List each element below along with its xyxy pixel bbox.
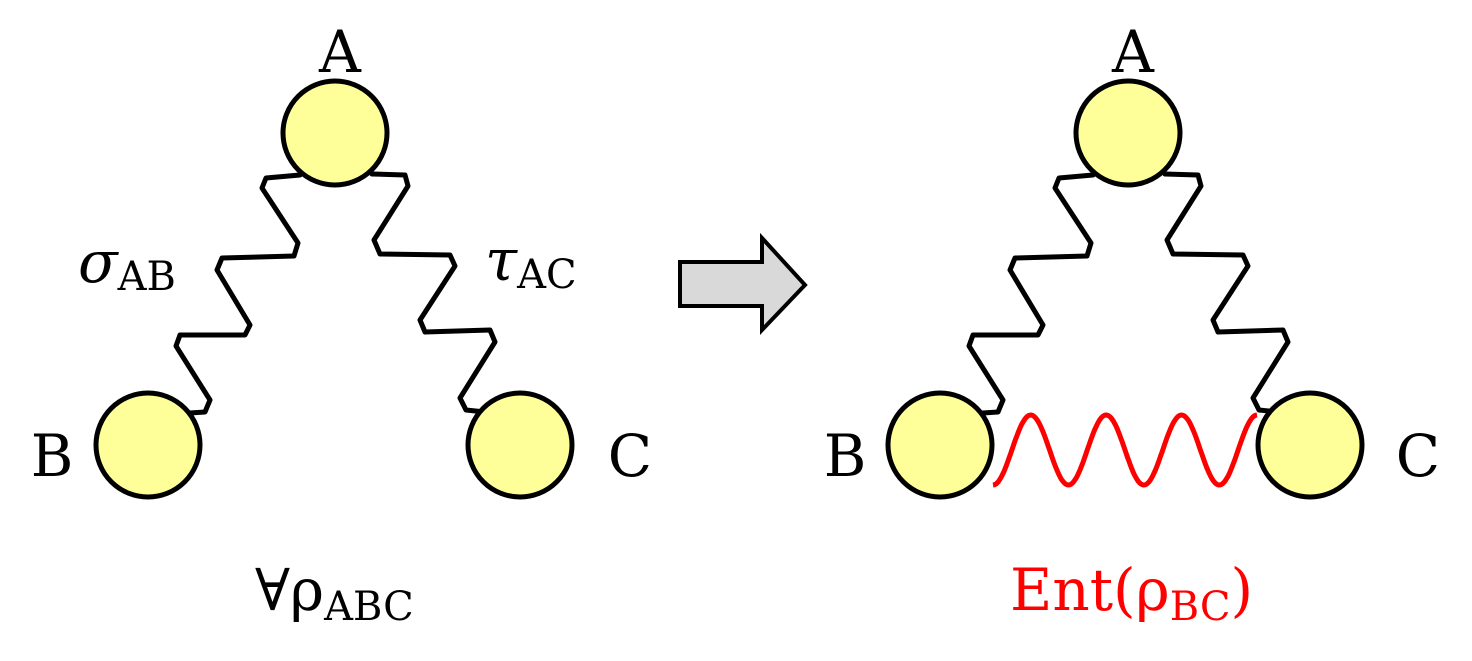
label-c: C: [608, 422, 652, 490]
caption-right-main: Ent(ρ: [1010, 556, 1170, 624]
label-a: A: [1111, 18, 1155, 86]
caption-right-close: ): [1230, 556, 1253, 624]
caption-left-main: ∀ρ: [255, 556, 324, 624]
label-tau-ac: τAC: [485, 226, 577, 298]
right-arrow-icon: [678, 232, 808, 335]
tau-symbol: τ: [485, 226, 518, 294]
caption-left: ∀ρABC: [255, 556, 414, 630]
tau-sub: AC: [516, 252, 577, 298]
caption-right: Ent(ρBC): [1010, 556, 1253, 630]
label-b: B: [31, 422, 74, 490]
link-ab: [966, 172, 1096, 416]
link-ab: [173, 172, 303, 416]
link-ac: [1162, 171, 1291, 415]
label-a: A: [318, 18, 362, 86]
left-network: A B C σAB τAC ∀ρABC: [31, 18, 653, 630]
label-sigma-ab: σAB: [78, 228, 176, 300]
node-a: [280, 78, 390, 188]
node-b: [93, 390, 203, 500]
node-c: [465, 390, 575, 500]
right-network: [966, 171, 1291, 416]
sigma-sub: AB: [117, 254, 176, 300]
node-c: [1255, 390, 1365, 500]
caption-left-sub: ABC: [323, 584, 414, 630]
sigma-symbol: σ: [78, 228, 119, 296]
link-ac: [369, 171, 498, 415]
label-b: B: [824, 422, 867, 490]
node-a: [1073, 78, 1183, 188]
label-c: C: [1396, 422, 1440, 490]
right-nodes: A B C Ent(ρBC): [824, 18, 1441, 630]
entanglement-link-bc: [992, 412, 1258, 488]
node-b: [885, 390, 995, 500]
caption-right-sub: BC: [1170, 584, 1231, 630]
